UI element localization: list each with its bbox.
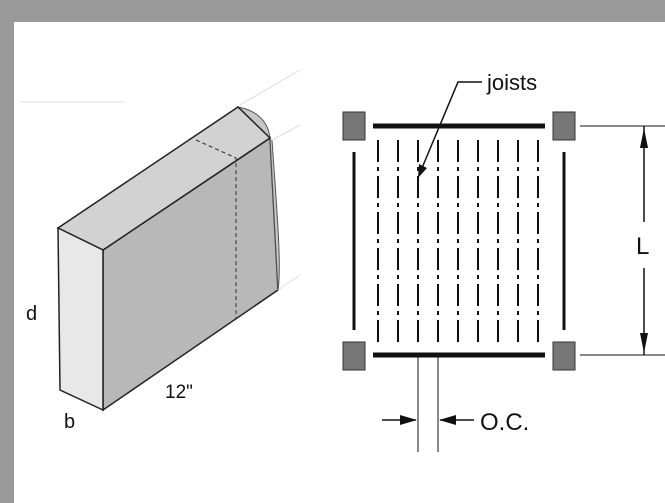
oc-arrow-right [439,415,456,425]
post-top-right [552,111,576,141]
joists-leader-arrow [418,164,427,178]
beam-depth-label: d [26,303,37,325]
beam-cut-line [195,139,237,318]
post-top-left [342,111,366,141]
post-bottom-left [342,341,366,371]
beam-width-label: b [64,411,75,433]
spacing-label: O.C. [480,409,529,436]
beam-length-label: 12" [165,382,193,403]
beam-front-face [57,226,104,412]
span-label: L [636,233,649,260]
span-arrow-top [640,128,648,148]
joists-leader [421,81,482,169]
post-bottom-right [552,341,576,371]
span-arrow-bottom [640,333,648,353]
framing-plan: joists L O.C. [342,70,665,452]
joists-label: joists [486,70,537,95]
oc-arrow-left [400,415,417,425]
beam-sketch: d b 12" [20,69,301,433]
joists-group [377,140,539,342]
beam-ragged-end [237,106,280,291]
